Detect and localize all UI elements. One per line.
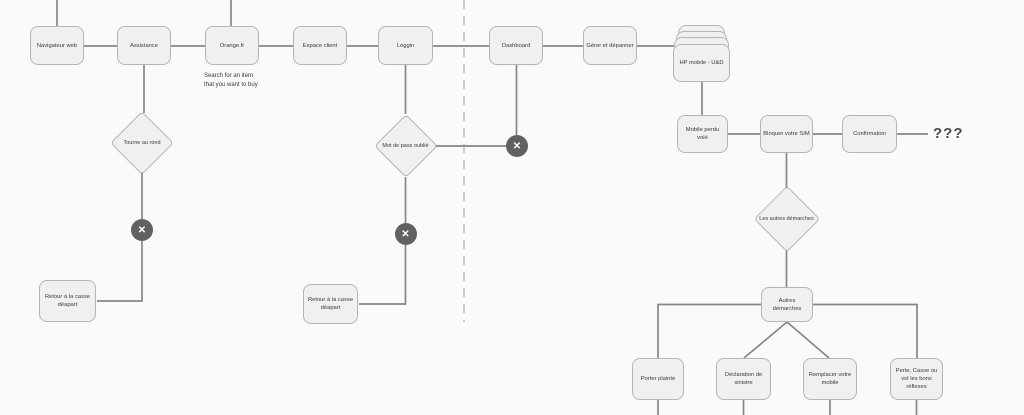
decision-label: Mot de pass oublié	[382, 142, 429, 149]
end-node-close-left[interactable]: ✕	[131, 219, 153, 241]
decision-les-autres-demarches[interactable]: Les autres démarches	[753, 185, 820, 253]
decision-tourne-au-rond[interactable]: Tourne au rond	[110, 111, 174, 175]
node-gerer-et-depanner[interactable]: Gérer et dépanner	[583, 26, 637, 65]
node-assistance[interactable]: Assistance	[117, 26, 171, 65]
end-node-close-middle[interactable]: ✕	[394, 223, 417, 245]
node-porter-plainte[interactable]: Porter plainte	[632, 358, 684, 400]
node-dashboard[interactable]: Dashboard	[489, 26, 543, 65]
node-remplacer-votre-mobile[interactable]: Remplacer votre mobile	[803, 358, 857, 400]
search-note: Search for an item that you want to buy	[204, 73, 258, 88]
edge-close-retour2	[359, 245, 407, 305]
close-icon: ✕	[401, 228, 410, 240]
node-navigateur-web[interactable]: Navigateur web	[30, 26, 84, 65]
node-bloquer-votre-sim[interactable]: Bloquer votre SIM	[760, 115, 813, 153]
decision-label: Les autres démarches	[759, 216, 814, 222]
node-mobile-perdu-vole[interactable]: Mobile perdu volé	[677, 115, 728, 153]
node-autres-demarches[interactable]: Autres démarches	[761, 287, 813, 322]
close-icon: ✕	[137, 224, 147, 236]
node-perte-casse-ou-vol[interactable]: Perte, Casse ou vol les bons réflexes	[890, 358, 943, 400]
node-retour-casse-depart-1[interactable]: Retour à la casse déapart	[39, 280, 96, 322]
edge-autres-declaration	[743, 321, 788, 359]
node-loggin[interactable]: Loggin	[378, 26, 433, 65]
edge-autres-remplacer	[786, 321, 830, 359]
decision-label: Tourne au rond	[123, 140, 161, 146]
node-orange-fr[interactable]: Orange.fr	[205, 26, 259, 65]
node-hp-mobile-stack[interactable]: HP mobile - U&D	[673, 25, 730, 82]
edge-close-retour1	[97, 241, 143, 302]
unknown-outcome-text: ???	[933, 125, 964, 142]
node-hp-mobile[interactable]: HP mobile - U&D	[673, 44, 730, 82]
node-espace-client[interactable]: Espace client	[293, 26, 347, 65]
node-declaration-de-sinistre[interactable]: Déclaration de sinistre	[716, 358, 771, 400]
edge-autres-porter	[657, 303, 761, 358]
node-retour-casse-depart-2[interactable]: Retour à la casse déapart	[303, 284, 358, 324]
close-icon: ✕	[512, 140, 522, 152]
end-node-close-dashboard[interactable]: ✕	[506, 135, 528, 157]
edge-autres-perte	[813, 303, 918, 358]
decision-mot-de-pass-oublie[interactable]: Mot de pass oublié	[373, 113, 438, 178]
node-confirmation[interactable]: Confirmation	[842, 115, 897, 153]
